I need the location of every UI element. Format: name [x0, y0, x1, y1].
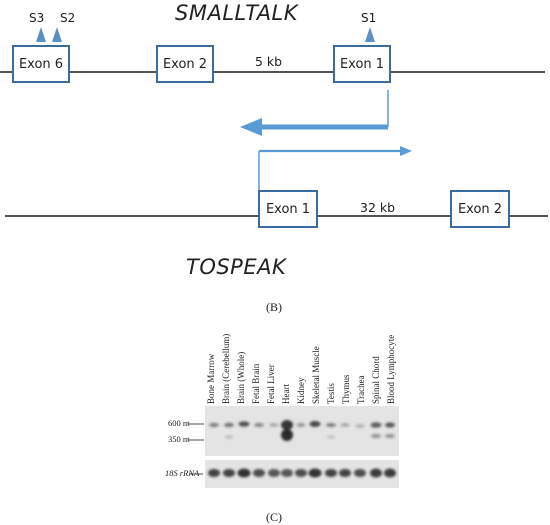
tospeak-exon-1: Exon 1 [258, 190, 318, 228]
smalltalk-distance-label: 5 kb [255, 54, 283, 69]
smalltalk-gene-title: SMALLTALK [175, 1, 299, 25]
tospeak-arrow-head [400, 146, 412, 156]
lane-label: Brain (Whole) [236, 351, 246, 404]
lane-label: Brain (Cerebellum) [221, 333, 231, 404]
lane-label: Blood Lymphocyte [386, 334, 396, 404]
site-s2-label: S2 [60, 11, 76, 25]
rrna-control-label: 18S rRNA [165, 468, 200, 478]
lane-label: Testis [326, 383, 336, 404]
site-s3-label: S3 [29, 11, 45, 25]
rrna-tick [189, 473, 203, 475]
panel-b-label: (B) [266, 300, 282, 314]
blot-bands [209, 420, 395, 441]
panel-c-label: (C) [266, 510, 282, 524]
lane-label: Fetal Brain [251, 363, 261, 404]
marker-ticks [188, 423, 204, 441]
rrna-bands [208, 468, 396, 478]
site-s3-triangle [36, 27, 46, 42]
northern-blot-main [205, 406, 399, 456]
tospeak-gene-title: TOSPEAK [186, 255, 287, 279]
lane-label: Bone Marrow [206, 353, 216, 404]
lane-label: Skeletal Muscle [311, 346, 321, 404]
lane-label: Thymus [341, 374, 351, 404]
lane-label: Heart [281, 384, 291, 404]
smalltalk-exon-1: Exon 1 [333, 45, 391, 83]
site-s1-triangle [365, 27, 375, 42]
lane-label: Kidney [296, 377, 306, 405]
site-s1-label: S1 [361, 11, 377, 25]
marker-350nt-label: 350 nt [168, 434, 190, 444]
tospeak-distance-label: 32 kb [360, 200, 396, 215]
site-s2-triangle [52, 27, 62, 42]
lane-label: Trachea [356, 375, 366, 404]
lane-label: Fetal Liver [266, 364, 276, 404]
smalltalk-exon-2: Exon 2 [156, 45, 214, 83]
smalltalk-arrow-head [240, 118, 262, 136]
marker-600nt-label: 600 nt [168, 418, 190, 428]
lane-label: Spinal Chord [371, 356, 381, 404]
tospeak-exon-2: Exon 2 [450, 190, 510, 228]
smalltalk-exon-6: Exon 6 [12, 45, 70, 83]
northern-blot-18s [205, 460, 399, 488]
